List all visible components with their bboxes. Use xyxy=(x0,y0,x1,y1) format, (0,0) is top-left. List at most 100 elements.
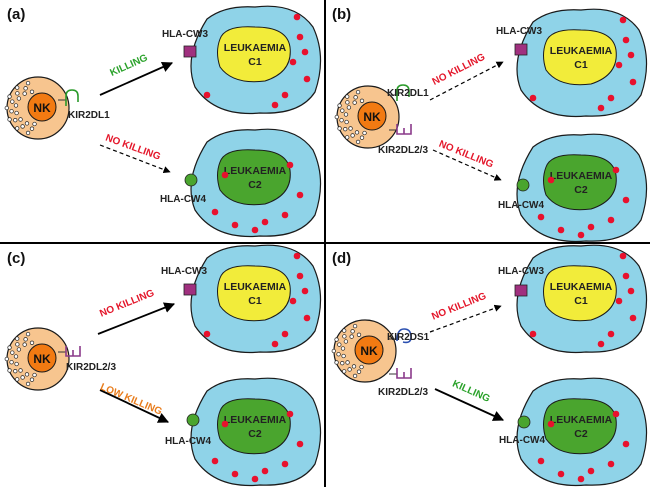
cell-nucleus xyxy=(217,149,291,206)
granule-dot xyxy=(607,330,615,338)
nk-granule xyxy=(344,119,349,125)
arrow-solid: NO KILLING xyxy=(97,288,176,335)
nk-granule xyxy=(4,105,9,111)
arrow-solid: KILLING xyxy=(99,52,173,96)
cell-label: LEUKAEMIA xyxy=(550,45,613,57)
granule-dot xyxy=(211,457,219,465)
nk-granule xyxy=(337,126,342,131)
nk-granule xyxy=(350,133,355,138)
granule-dot xyxy=(622,36,630,44)
granule-dot xyxy=(615,61,623,69)
nk-granule xyxy=(334,360,339,365)
nk-cell: NK xyxy=(4,327,70,391)
nk-granule xyxy=(25,381,31,387)
nk-label: NK xyxy=(33,101,51,115)
arrow-solid: LOW KILLING xyxy=(98,382,169,423)
granule-dot xyxy=(587,467,595,475)
nk-granule xyxy=(340,108,345,113)
nk-granule xyxy=(20,124,25,129)
granule-dot xyxy=(281,91,289,99)
receptor-fork xyxy=(396,124,412,135)
receptor-label: KIR2DL2/3 xyxy=(66,362,116,373)
nk-granule xyxy=(340,361,345,366)
granule-dot xyxy=(231,470,239,478)
nk-label: NK xyxy=(33,352,51,366)
nk-granule xyxy=(343,339,349,344)
hla-circle xyxy=(186,413,200,427)
arrow-dashed: NO KILLING xyxy=(432,139,502,181)
nk-granule xyxy=(347,367,352,372)
granule-dot xyxy=(622,196,630,204)
cell-label: LEUKAEMIA xyxy=(224,42,287,54)
receptor-loop: KIR2DS1 xyxy=(387,328,430,344)
hla-label: HLA-CW4 xyxy=(160,194,207,205)
granule-dot xyxy=(529,330,537,338)
panel-label: (b) xyxy=(332,6,351,23)
granule-dot xyxy=(296,272,304,280)
hla-molecule: HLA-CW3 xyxy=(496,26,542,56)
arrow-dashed: NO KILLING xyxy=(429,291,502,333)
cell-sublabel: C2 xyxy=(248,179,262,191)
granule-dot xyxy=(622,272,630,280)
receptor-fork xyxy=(396,368,412,379)
granule-dot xyxy=(221,171,229,179)
granule-dot xyxy=(293,252,301,260)
granule-dot xyxy=(612,166,620,174)
granule-dot xyxy=(615,297,623,305)
receptor-label: KIR2DL2/3 xyxy=(378,145,428,156)
nk-granule xyxy=(10,99,15,104)
cell-nucleus xyxy=(543,265,617,322)
nk-granule xyxy=(15,336,20,341)
granule-dot xyxy=(211,208,219,216)
nk-granule xyxy=(10,350,15,355)
nk-granule xyxy=(32,372,37,378)
receptor-fork: KIR2DL2/3 xyxy=(378,124,428,156)
granule-dot xyxy=(537,457,545,465)
granule-dot xyxy=(261,467,269,475)
granule-dot xyxy=(293,13,301,21)
nk-granule xyxy=(340,346,346,351)
granule-dot xyxy=(597,104,605,112)
arrow-label: NO KILLING xyxy=(437,139,495,171)
nk-granule xyxy=(7,117,12,122)
nk-granule xyxy=(352,323,358,329)
cell-nucleus xyxy=(543,398,617,455)
receptor-hook: KIR2DL1 xyxy=(387,84,429,101)
granule-dot xyxy=(587,223,595,231)
granule-dot xyxy=(607,460,615,468)
nk-granule xyxy=(339,118,344,123)
nk-granule xyxy=(349,334,354,339)
cell-label: LEUKAEMIA xyxy=(550,414,613,426)
nk-granule xyxy=(351,364,357,369)
nk-granule xyxy=(9,109,14,114)
cell-nucleus xyxy=(217,265,291,322)
nk-granule xyxy=(359,364,364,370)
granule-dot xyxy=(203,91,211,99)
cell-nucleus xyxy=(543,29,617,86)
granule-dot xyxy=(303,75,311,83)
nk-granule xyxy=(7,368,12,373)
hla-molecule: HLA-CW4 xyxy=(165,413,211,447)
receptor-label: KIR2DS1 xyxy=(387,332,430,343)
nk-granule xyxy=(29,340,35,345)
receptor-hook xyxy=(396,84,410,101)
granule-dot xyxy=(577,475,585,483)
nk-granule xyxy=(32,121,37,127)
nk-granule xyxy=(359,135,365,140)
panel-label: (a) xyxy=(7,6,25,23)
hla-square xyxy=(514,284,528,297)
granule-dot xyxy=(557,470,565,478)
receptor-hook: KIR2DL1 xyxy=(58,89,110,121)
granule-dot xyxy=(547,420,555,428)
granule-dot xyxy=(289,58,297,66)
receptor-hook xyxy=(65,89,79,106)
nk-granule xyxy=(15,126,20,131)
hla-circle xyxy=(184,173,198,187)
hla-molecule: HLA-CW4 xyxy=(499,415,545,446)
nk-cell: NK xyxy=(4,76,70,140)
